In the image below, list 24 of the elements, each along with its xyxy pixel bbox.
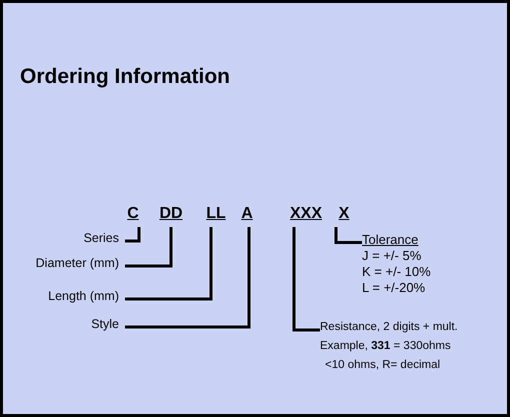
- field-note: J = +/- 5%: [362, 248, 422, 263]
- code-letter: A: [241, 205, 253, 223]
- leader-line: [125, 227, 250, 328]
- field-heading: Tolerance: [362, 232, 420, 247]
- title: Ordering Information: [20, 65, 230, 89]
- code-letter: XXX: [290, 205, 322, 223]
- field-note: K = +/- 10%: [362, 264, 431, 279]
- field-heading: Resistance, 2 digits + mult.: [320, 321, 458, 333]
- leader-line: [292, 227, 320, 332]
- field-note: L = +/-20%: [362, 280, 426, 295]
- leader-line: [125, 227, 212, 300]
- code-letter: DD: [159, 205, 183, 223]
- code-letter: LL: [206, 205, 226, 223]
- field-label: Series: [84, 231, 119, 245]
- field-note: Example, 331 = 330ohms: [320, 340, 452, 352]
- field-label: Diameter (mm): [36, 256, 119, 270]
- leader-line: [125, 227, 140, 242]
- leader-line: [334, 227, 362, 244]
- code-letter: C: [127, 205, 139, 223]
- leader-line: [125, 227, 172, 268]
- field-note: <10 ohms, R= decimal: [324, 359, 442, 371]
- field-label: Length (mm): [48, 289, 119, 303]
- code-letter: X: [338, 205, 350, 223]
- field-label: Style: [91, 317, 119, 331]
